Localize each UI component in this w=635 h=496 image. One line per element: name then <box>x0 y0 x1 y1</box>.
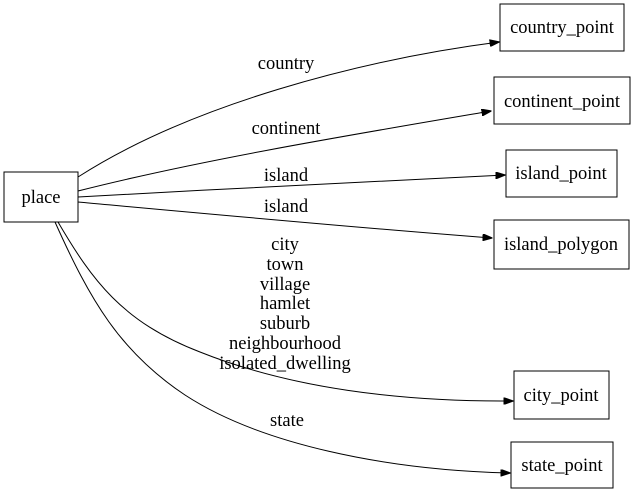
node-place-box <box>3 171 79 223</box>
node-state_point-label: state_point <box>521 456 603 476</box>
edge-label-line-neighbourhood: neighbourhood <box>229 334 342 354</box>
edge-label-line-hamlet: hamlet <box>260 294 311 314</box>
edge-place-state_point <box>54 221 510 473</box>
edge-place-continent_point <box>77 111 491 192</box>
node-island_polygon-box <box>493 219 630 270</box>
nodes: place country_point continent_point isla… <box>3 3 631 489</box>
edge-label-line-isolated-dwelling: isolated_dwelling <box>219 354 351 374</box>
edge-label-line-town: town <box>267 255 304 275</box>
edge-label-island-point: island <box>264 166 309 186</box>
node-island_polygon-label: island_polygon <box>504 235 618 255</box>
node-continent_point: continent_point <box>493 76 631 125</box>
edge-label-line-village: village <box>260 275 310 295</box>
edge-labels: country continent island island city tow… <box>219 54 351 431</box>
node-place-label: place <box>21 188 60 208</box>
node-island_polygon: island_polygon <box>493 219 630 270</box>
node-island_point-label: island_point <box>515 164 607 184</box>
node-country_point-box <box>499 3 625 52</box>
edge-place-city_point <box>57 221 513 401</box>
edges <box>54 42 513 473</box>
edge-place-country_point <box>77 42 499 178</box>
node-state_point: state_point <box>510 441 614 489</box>
edge-label-country: country <box>258 54 315 74</box>
edge-label-continent: continent <box>252 119 322 139</box>
edge-place-island_point <box>77 175 505 198</box>
node-city_point-box <box>513 370 610 420</box>
edge-place-island_polygon <box>77 201 492 238</box>
edge-label-island-polygon: island <box>264 197 309 217</box>
node-continent_point-box <box>493 76 631 125</box>
edge-label-city-point-multiline: city town village hamlet suburb neighbou… <box>219 235 351 374</box>
node-continent_point-label: continent_point <box>504 92 621 112</box>
node-state_point-box <box>510 441 614 489</box>
node-country_point-label: country_point <box>510 18 615 38</box>
node-city_point: city_point <box>513 370 610 420</box>
node-place: place <box>3 171 79 223</box>
edge-label-line-city: city <box>271 235 299 255</box>
node-island_point-box <box>505 149 618 198</box>
edge-label-line-suburb: suburb <box>260 314 310 334</box>
node-island_point: island_point <box>505 149 618 198</box>
node-country_point: country_point <box>499 3 625 52</box>
edge-label-state: state <box>270 411 304 431</box>
node-city_point-label: city_point <box>523 386 599 406</box>
